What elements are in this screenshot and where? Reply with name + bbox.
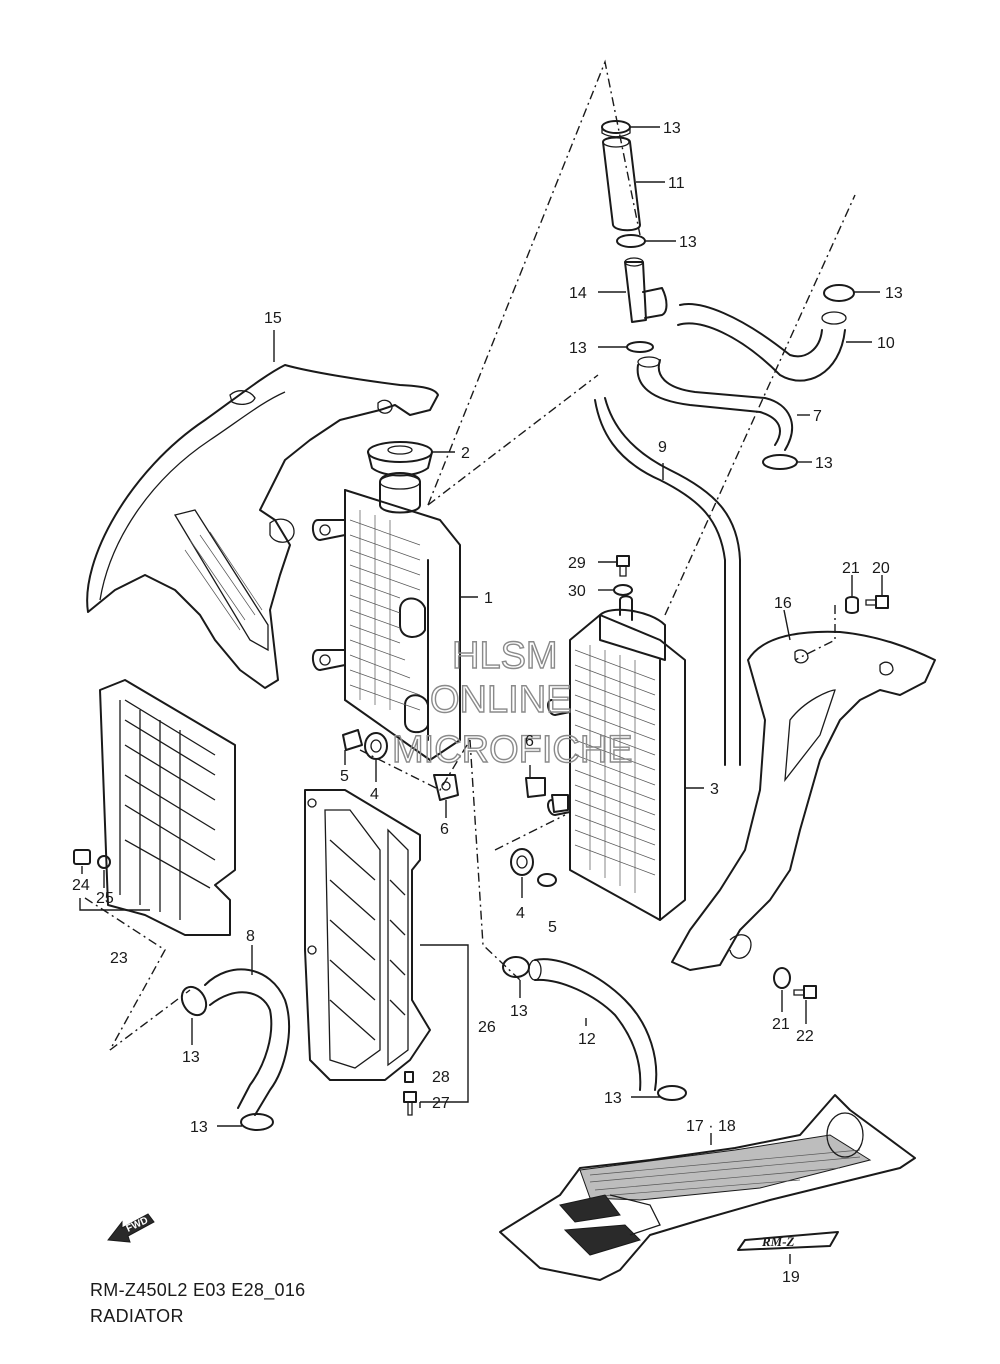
part-3-right-radiator[interactable] (547, 595, 686, 921)
callout-10: 10 (877, 335, 895, 352)
callout-labels: 13 11 13 14 13 13 10 7 13 9 15 2 1 3 29 … (72, 120, 903, 1286)
part-16-right-shroud[interactable] (671, 630, 936, 971)
part-19-rmz-logo-decal[interactable]: RM-Z (737, 1231, 839, 1251)
part-9-breather-hose[interactable] (594, 397, 741, 766)
rmz-logo-text: RM-Z (761, 1234, 795, 1249)
callout-28: 28 (432, 1069, 450, 1086)
callout-13: 13 (815, 455, 833, 472)
part-13-clamp-hose10[interactable] (823, 284, 855, 302)
part-21-washer-top[interactable] (845, 596, 859, 614)
callout-16: 16 (774, 595, 792, 612)
part-4-mount-rubber-left[interactable] (364, 732, 388, 760)
part-15-left-shroud[interactable] (86, 364, 439, 689)
part-30-washer[interactable] (613, 584, 633, 596)
callout-17-18: 17 · 18 (686, 1118, 736, 1135)
callout-29: 29 (568, 555, 586, 572)
callout-23: 23 (110, 950, 128, 967)
callout-8: 8 (246, 928, 255, 945)
callout-15: 15 (264, 310, 282, 327)
part-29-bolt[interactable] (616, 555, 630, 577)
callout-13: 13 (885, 285, 903, 302)
part-8-lower-hose[interactable] (204, 968, 291, 1116)
callout-13: 13 (604, 1090, 622, 1107)
callout-13: 13 (663, 120, 681, 137)
callout-24: 24 (72, 877, 90, 894)
callout-13: 13 (679, 234, 697, 251)
part-13-clamp-hose12-bottom[interactable] (657, 1085, 687, 1101)
part-27-screw[interactable] (403, 1091, 417, 1116)
part-13-clamp-hose11-bottom[interactable] (616, 234, 646, 248)
callout-26: 26 (478, 1019, 496, 1036)
part-25-nut[interactable] (97, 855, 111, 869)
leader-lines (79, 126, 883, 1264)
watermark-line-1: HLSM (452, 635, 558, 677)
watermark-line-2: ONLINE (430, 679, 571, 721)
part-28-washer[interactable] (404, 1071, 414, 1083)
callout-22: 22 (796, 1028, 814, 1045)
fwd-direction-arrow: FWD (107, 1213, 155, 1243)
callout-1: 1 (484, 590, 493, 607)
part-13-clamp-top[interactable] (601, 120, 631, 138)
callout-14: 14 (569, 285, 587, 302)
callout-13: 13 (190, 1119, 208, 1136)
part-10-hose[interactable] (677, 303, 847, 382)
part-14-joint-pipe[interactable] (624, 257, 668, 323)
callout-20: 20 (872, 560, 890, 577)
diagram-title: RADIATOR (90, 1306, 184, 1326)
part-20-bolt[interactable] (865, 595, 889, 609)
callout-4: 4 (370, 786, 379, 803)
callout-12: 12 (578, 1031, 596, 1048)
callout-13: 13 (510, 1003, 528, 1020)
callout-5: 5 (340, 768, 349, 785)
callout-9: 9 (658, 439, 667, 456)
part-5-grommet-left[interactable] (342, 729, 363, 751)
part-13-clamp-hose7[interactable] (762, 454, 798, 470)
callout-21: 21 (772, 1016, 790, 1033)
part-26-right-guard[interactable] (304, 789, 431, 1081)
callout-5: 5 (548, 919, 557, 936)
callout-2: 2 (461, 445, 470, 462)
callout-6: 6 (525, 733, 534, 750)
callout-11: 11 (668, 175, 685, 192)
part-12-hose[interactable] (528, 958, 658, 1091)
callout-19: 19 (782, 1269, 800, 1286)
watermark-line-3: MICROFICHE (392, 729, 633, 771)
part-17-18-shroud-decal[interactable] (499, 1094, 916, 1281)
part-2-radiator-cap[interactable] (367, 441, 433, 477)
callout-30: 30 (568, 583, 586, 600)
part-6-collar-right[interactable] (525, 777, 569, 813)
diagram-code: RM-Z450L2 E03 E28_016 (90, 1280, 306, 1300)
assembly-guide-lines (84, 59, 856, 1051)
part-13-clamp-hose8-top[interactable] (177, 983, 211, 1020)
callout-13: 13 (569, 340, 587, 357)
part-1-left-radiator[interactable] (312, 472, 461, 761)
callout-21: 21 (842, 560, 860, 577)
callout-13: 13 (182, 1049, 200, 1066)
part-6-collar-left[interactable] (433, 774, 459, 801)
part-13-clamp-hose8-bottom[interactable] (240, 1113, 274, 1131)
watermark: HLSM ONLINE MICROFICHE (391, 634, 633, 771)
callout-27: 27 (432, 1095, 450, 1112)
part-5-grommet-right[interactable] (537, 873, 557, 887)
callout-6: 6 (440, 821, 449, 838)
part-13-clamp-hose12-top[interactable] (502, 956, 530, 978)
part-11-upper-hose[interactable] (602, 136, 641, 232)
part-24-clip[interactable] (73, 849, 91, 865)
callout-7: 7 (813, 408, 822, 425)
part-23-left-guard[interactable] (99, 679, 236, 936)
part-4-mount-rubber-right[interactable] (510, 848, 534, 876)
part-22-bolt[interactable] (793, 985, 817, 999)
callout-3: 3 (710, 781, 719, 798)
part-21-washer-bottom[interactable] (773, 967, 791, 989)
callout-4: 4 (516, 905, 525, 922)
fwd-label: FWD (125, 1215, 150, 1235)
callout-25: 25 (96, 890, 114, 907)
part-7-hose[interactable] (636, 356, 794, 451)
part-13-clamp-joint[interactable] (626, 341, 654, 353)
